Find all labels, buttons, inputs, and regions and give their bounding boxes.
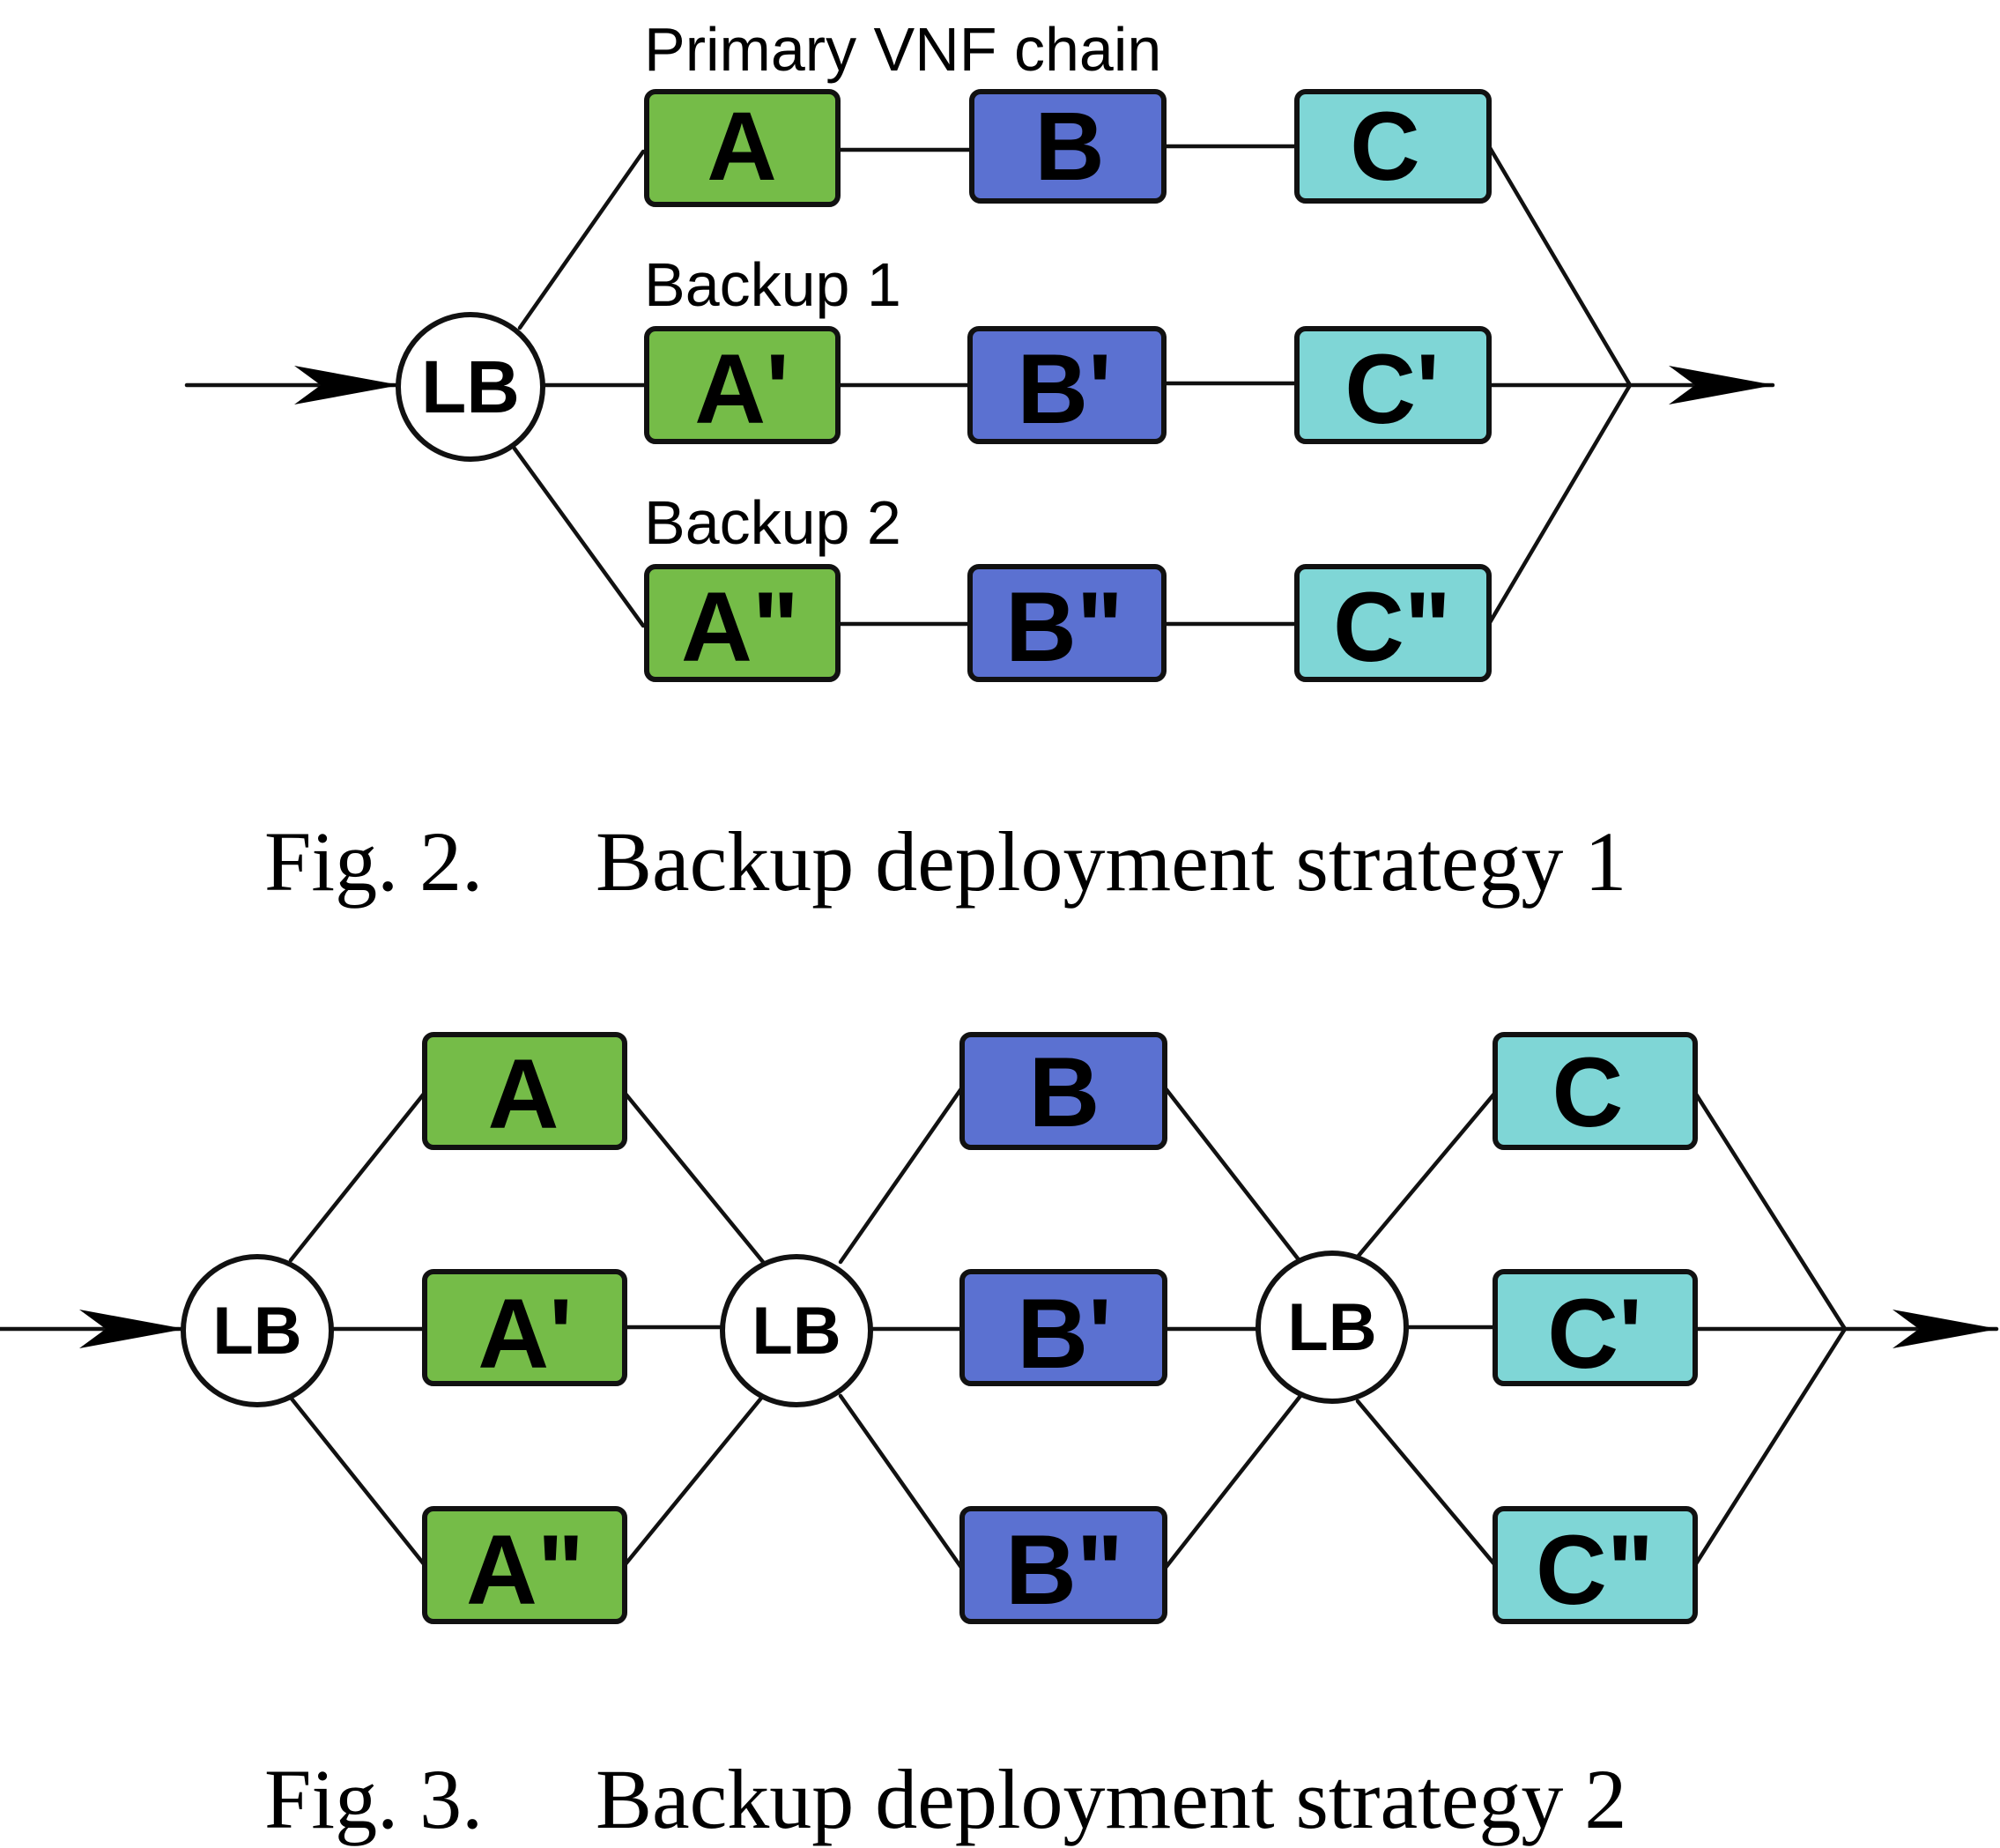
load-balancer: LB: [396, 312, 545, 462]
connector-c-to-merge: [1486, 144, 1633, 388]
connector-lb1-to-a2: [288, 1395, 427, 1568]
load-balancer-label: LB: [1287, 1290, 1376, 1365]
load-balancer-label: LB: [752, 1294, 841, 1369]
connector-lb-to-a: [517, 149, 646, 330]
vnf-box-label: A': [478, 1279, 573, 1389]
backup-1-label: Backup 1: [644, 250, 901, 319]
connector-lb3-to-c: [1355, 1090, 1498, 1259]
vnf-box-b: B: [959, 1032, 1167, 1150]
connector-lb3-to-c2: [1355, 1399, 1498, 1568]
connector-c-to-merge: [1693, 1090, 1848, 1332]
load-balancer-2: LB: [720, 1254, 873, 1407]
vnf-box-c: C: [1493, 1032, 1698, 1150]
vnf-box-a-double-prime: A": [644, 564, 841, 682]
figure-2-caption-number: Fig. 2.: [264, 814, 483, 909]
vnf-box-label: C: [1350, 93, 1419, 201]
vnf-box-b-double-prime: B": [967, 564, 1167, 682]
vnf-box-c-double-prime: C": [1294, 564, 1492, 682]
vnf-box-label: C': [1344, 334, 1440, 444]
vnf-box-label: A: [488, 1039, 559, 1149]
vnf-box-a: A: [644, 89, 841, 207]
connector-c2-to-merge: [1693, 1326, 1848, 1568]
connector-lb2-to-b: [838, 1085, 965, 1265]
vnf-box-label: C": [1536, 1515, 1654, 1625]
vnf-box-a: A: [422, 1032, 627, 1150]
figure-3: LB LB LB A A' A" B B': [0, 1032, 1999, 1846]
vnf-box-b-double-prime: B": [959, 1506, 1167, 1625]
vnf-box-label: B": [1005, 1515, 1123, 1625]
vnf-box-label: A": [466, 1515, 584, 1625]
connector-a2-to-lb2: [622, 1393, 766, 1568]
figure-3-connectors: [0, 1085, 1999, 1571]
figure-3-caption: Fig. 3. Backup deployment strategy 2: [264, 1752, 1626, 1846]
vnf-box-b-prime: B': [959, 1269, 1167, 1389]
load-balancer-label: LB: [421, 345, 520, 428]
figure-3-caption-text: Backup deployment strategy 2: [596, 1752, 1626, 1846]
connector-b2-to-lb3: [1162, 1393, 1303, 1571]
vnf-box-c: C: [1294, 89, 1492, 204]
vnf-box-label: A: [707, 93, 776, 201]
connector-lb1-to-a: [288, 1090, 427, 1263]
vnf-box-label: B': [1017, 1279, 1112, 1389]
vnf-box-label: B': [1017, 334, 1112, 444]
vnf-box-c-prime: C': [1294, 326, 1492, 444]
figure-2: Primary VNF chain Backup 1 Backup 2 LB A…: [184, 15, 1775, 909]
vnf-box-label: A": [681, 572, 799, 682]
load-balancer-label: LB: [212, 1294, 301, 1369]
vnf-box-b-prime: B': [967, 326, 1167, 444]
vnf-box-label: C: [1552, 1037, 1624, 1147]
vnf-box-c-double-prime: C": [1493, 1506, 1698, 1625]
backup-2-label: Backup 2: [644, 488, 901, 557]
connector-lb-to-a2: [512, 446, 646, 628]
vnf-box-label: B: [1029, 1037, 1100, 1147]
connector-a-to-lb2: [622, 1090, 766, 1265]
primary-chain-label: Primary VNF chain: [644, 15, 1161, 84]
connector-c2-to-merge: [1486, 382, 1633, 627]
connector-lb2-to-b2: [838, 1393, 965, 1571]
vnf-box-label: B": [1005, 572, 1123, 682]
connector-b-to-lb3: [1162, 1085, 1303, 1265]
figure-2-caption-text: Backup deployment strategy 1: [596, 814, 1626, 909]
vnf-box-a-prime: A': [644, 326, 841, 444]
vnf-box-label: B: [1034, 93, 1104, 201]
vnf-box-a-double-prime: A": [422, 1506, 627, 1625]
figure-3-caption-number: Fig. 3.: [264, 1752, 483, 1846]
load-balancer-1: LB: [181, 1254, 334, 1407]
figure-2-connectors: [184, 144, 1775, 628]
figure-2-caption: Fig. 2. Backup deployment strategy 1: [264, 814, 1626, 909]
vnf-box-label: C': [1547, 1279, 1642, 1389]
vnf-box-c-prime: C': [1493, 1269, 1698, 1389]
vnf-box-label: A': [694, 334, 789, 444]
vnf-box-b: B: [969, 89, 1167, 204]
vnf-box-label: C": [1333, 572, 1451, 682]
vnf-box-a-prime: A': [422, 1269, 627, 1389]
load-balancer-3: LB: [1256, 1251, 1409, 1404]
